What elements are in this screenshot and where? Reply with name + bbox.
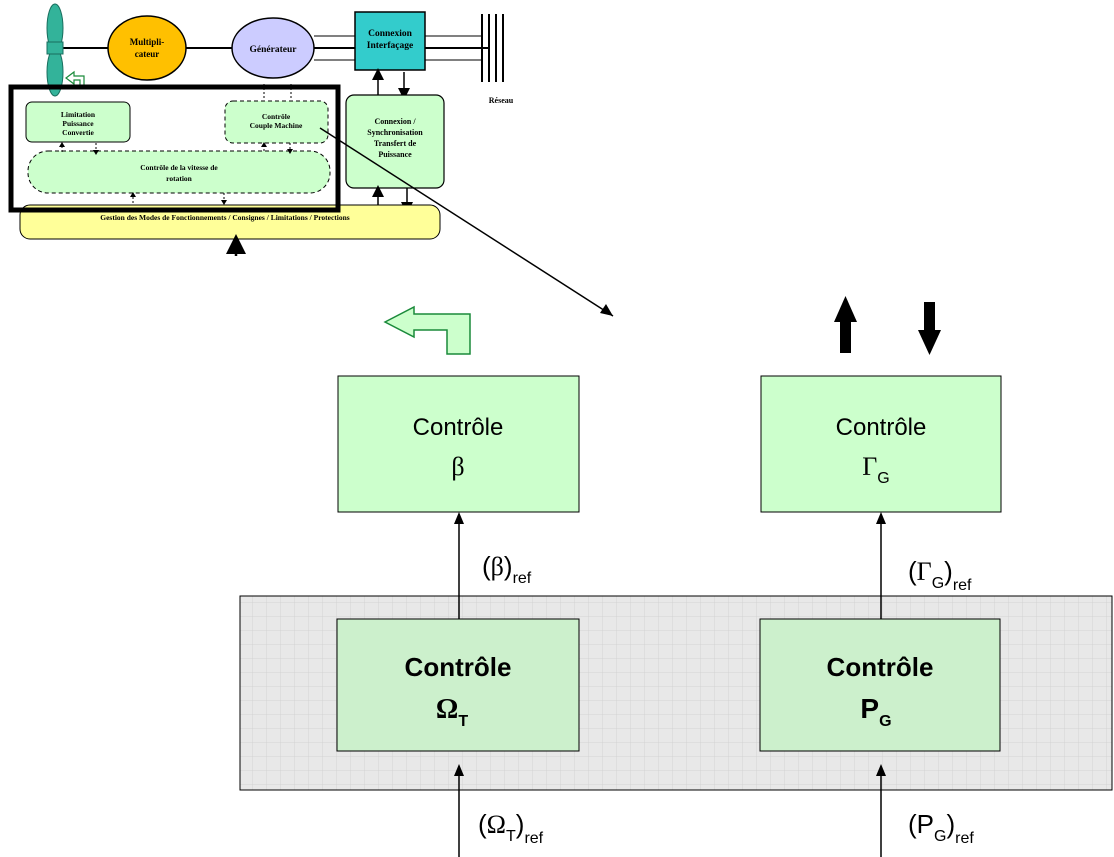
torque-control-node xyxy=(224,100,329,144)
speed-control-label-2: rotation xyxy=(166,174,193,183)
power-limit-label-2: Puissance xyxy=(62,119,94,128)
pitch-control-block xyxy=(337,375,580,513)
torque-control-label-1: Contrôle xyxy=(262,112,291,121)
grid-icon xyxy=(481,14,504,82)
pitch-arrow-small-icon xyxy=(65,70,85,87)
torque-control-label-2: Couple Machine xyxy=(250,121,303,130)
power-control-title: Contrôle xyxy=(827,652,934,682)
management-label: Gestion des Modes de Fonctionnements / C… xyxy=(100,213,350,222)
sync-label-2: Synchronisation xyxy=(367,128,423,137)
speed-control-label-1: Contrôle de la vitesse de xyxy=(140,163,218,172)
multiplier-label-2: cateur xyxy=(135,49,160,59)
pitch-control-symbol: β xyxy=(451,452,464,481)
gamma-ref-label: (ΓG)ref xyxy=(908,556,972,594)
interface-node xyxy=(354,11,426,71)
power-control-symbol: PG xyxy=(860,693,891,730)
power-limit-node xyxy=(25,101,131,143)
power-ref-label: (PG)ref xyxy=(908,809,974,847)
speed-control-block xyxy=(336,618,580,752)
omega-ref-label: (ΩT)ref xyxy=(478,809,544,847)
turbine-icon xyxy=(46,3,64,97)
power-limit-label-1: Limitation xyxy=(61,110,96,119)
speed-control-symbol: ΩT xyxy=(436,694,468,730)
torque-up-arrow-icon xyxy=(834,296,857,353)
beta-ref-label: (β)ref xyxy=(482,551,532,587)
interface-label: Connexion xyxy=(368,29,413,39)
sync-label-1: Connexion / xyxy=(374,117,416,126)
pitch-output-arrow-icon xyxy=(383,305,471,355)
torque-control-title: Contrôle xyxy=(836,414,927,441)
signal-lines xyxy=(458,522,882,857)
torque-down-arrow-icon xyxy=(918,302,941,355)
torque-control-block xyxy=(760,375,1002,513)
pitch-control-title: Contrôle xyxy=(413,414,504,441)
power-control-block xyxy=(759,618,1001,752)
sync-node xyxy=(345,94,445,189)
torque-control-symbol: ΓG xyxy=(862,452,889,487)
zoom-pointer xyxy=(319,127,614,317)
interface-label-2: Interfaçage xyxy=(367,41,413,51)
highlight-frame xyxy=(8,84,341,213)
sync-label-3: Transfert de xyxy=(374,139,417,148)
power-limit-label-3: Convertie xyxy=(62,128,94,137)
sync-label-4: Puissance xyxy=(378,150,412,159)
multiplier-node xyxy=(107,15,187,81)
speed-control-node xyxy=(27,150,331,194)
speed-control-title: Contrôle xyxy=(405,652,512,682)
multiplier-label: Multipli- xyxy=(130,37,165,47)
generator-label: Générateur xyxy=(250,45,298,55)
grid-label: Réseau xyxy=(489,96,514,105)
